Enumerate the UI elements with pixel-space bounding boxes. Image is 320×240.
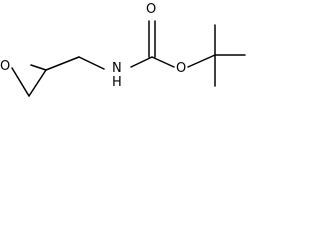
amide-hydrogen-label: H <box>112 75 122 90</box>
bond-ester-o-to-quaternary-c <box>187 54 216 68</box>
bond-ch2-to-n <box>78 56 105 70</box>
ester-oxygen-label: O <box>176 61 186 76</box>
bond-epoxide-ch2-to-ch <box>28 69 47 97</box>
chemical-structure: O N H O O <box>0 2 246 97</box>
bond-ch-to-ch2 <box>45 56 80 71</box>
epoxide-oxygen-label: O <box>0 59 10 74</box>
bond-carbonyl-c-to-ester-o <box>151 56 175 68</box>
carbonyl-oxygen-label: O <box>146 2 156 17</box>
amide-nitrogen-label: N <box>112 61 122 76</box>
bond-epoxide-o-to-ch2 <box>11 67 30 97</box>
bond-epoxide-o-to-ch <box>30 64 47 71</box>
bond-n-to-carbonyl-c <box>130 56 153 68</box>
